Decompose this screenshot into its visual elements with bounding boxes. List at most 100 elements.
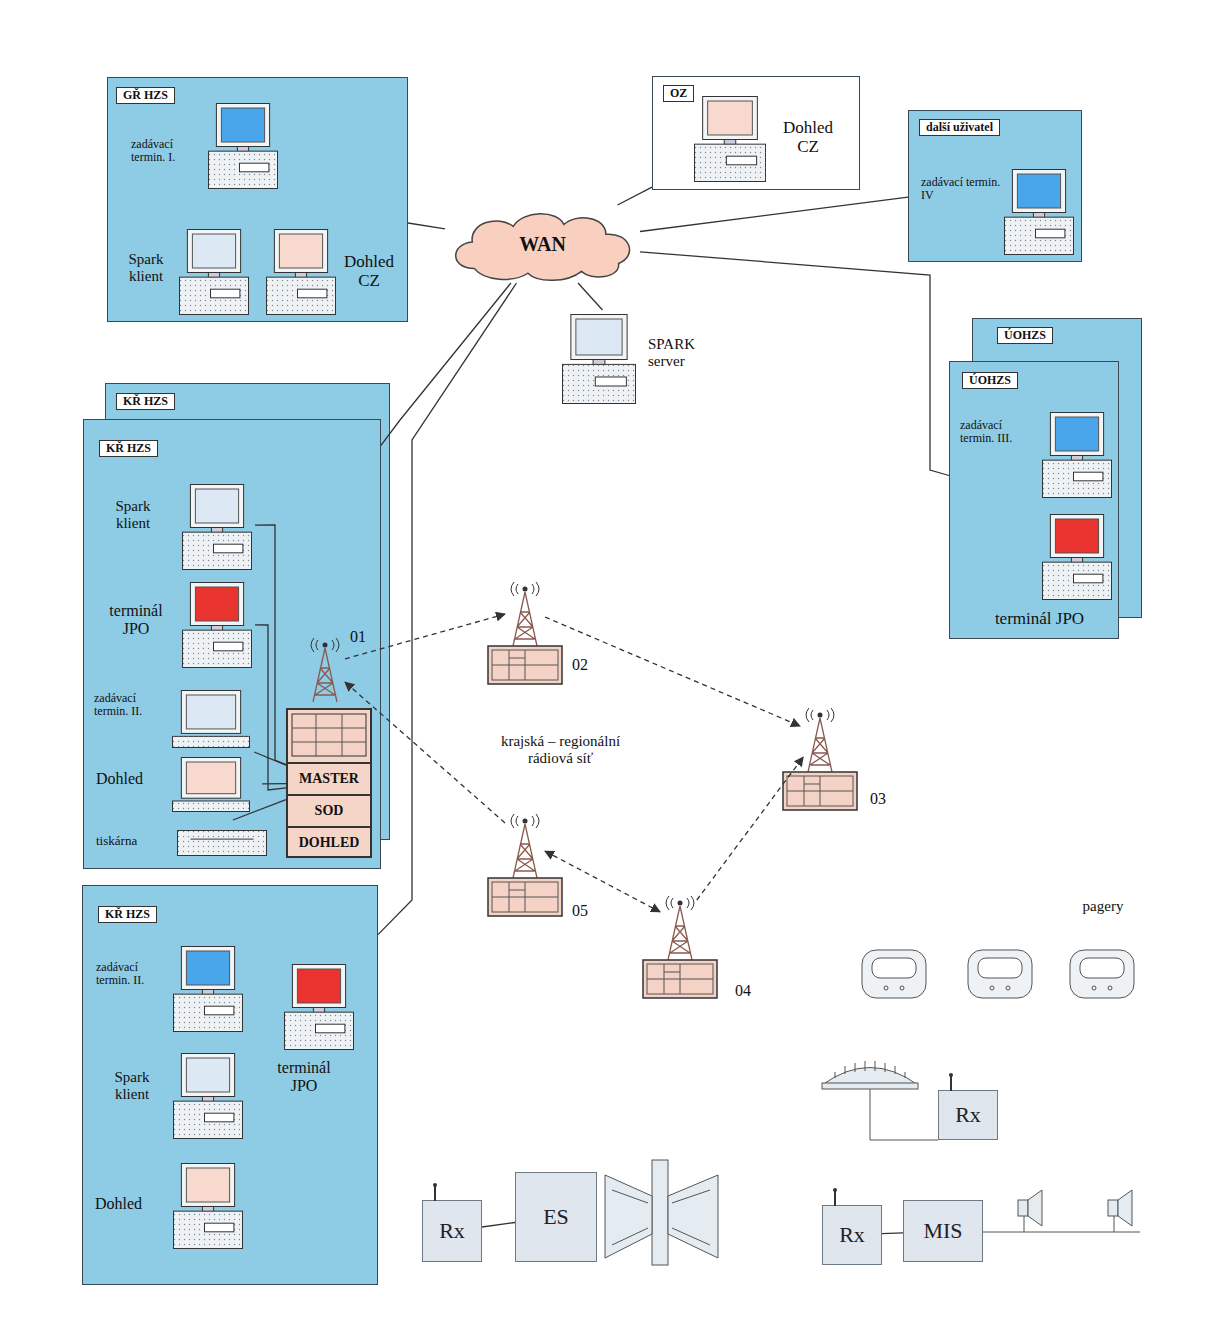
receiver-box: Rx: [822, 1205, 882, 1265]
computer-icon: [1042, 514, 1112, 600]
tower-icon: [642, 896, 718, 1000]
server: SPARK server: [558, 310, 738, 410]
tower-icon: [287, 638, 363, 742]
radio-link: [545, 617, 800, 726]
workstation: Dohled CZ: [691, 93, 853, 185]
radio-tower: 03: [800, 712, 840, 757]
panel-heading: KŘ HZS: [98, 906, 157, 923]
equipment-rack: MASTERSODDOHLED: [286, 708, 372, 858]
site-panel: ÚOHZS zadávací termin. III. terminál JPO: [949, 361, 1119, 639]
workstation: Dohled: [90, 755, 262, 815]
computer-icon: [266, 229, 336, 315]
device-label: zadávací termin. IV: [921, 176, 1001, 202]
device-label: Dohled CZ: [773, 119, 843, 156]
computer-icon: [172, 690, 250, 748]
network-link: [482, 1223, 515, 1228]
wan-cloud: WAN: [445, 205, 640, 283]
device-label: terminál JPO: [269, 1059, 339, 1094]
device-label: zadávací termin. II.: [94, 692, 166, 718]
site-panel: KŘ HZSKŘ HZSSpark klientterminál JPOzadá…: [105, 383, 390, 840]
callout-number: 02: [572, 656, 588, 674]
workstation: terminál JPO: [263, 959, 375, 1104]
workstation: terminál JPO: [960, 507, 1118, 637]
radio-tower: 05: [505, 818, 545, 863]
device-label: Spark klient: [102, 498, 164, 531]
site-panel: ÚOHZSÚOHZSzadávací termin. III.terminál …: [972, 318, 1142, 618]
computer-icon: [1004, 169, 1074, 255]
workstation: Dohled CZ: [263, 226, 403, 318]
workstation: zadávací termin. IV: [916, 161, 1076, 256]
device-name: Rx: [839, 1223, 865, 1247]
device-label: terminál JPO: [967, 610, 1112, 629]
device-label: terminál JPO: [100, 602, 172, 637]
device-label: Dohled CZ: [339, 253, 399, 290]
network-link: [618, 187, 653, 205]
workstation: Spark klient: [93, 1049, 253, 1144]
computer-icon: [172, 757, 250, 812]
antenna: [431, 1183, 441, 1201]
device-label: zadávací termin. I.: [131, 138, 203, 164]
workstation: zadávací termin. II.: [90, 687, 262, 752]
network-link: [578, 283, 603, 310]
network-link: [408, 223, 445, 229]
computer-icon: [173, 1053, 243, 1139]
radio-tower: 04: [660, 900, 700, 945]
panel-heading: KŘ HZS: [99, 440, 158, 457]
device-name: ES: [543, 1205, 569, 1229]
network-link: [882, 1232, 903, 1234]
computer-icon: [179, 229, 249, 315]
site-panel: GŘ HZS zadávací termin. I. Spark klient Doh…: [107, 77, 408, 322]
site-panel: KŘ HZS zadávací termin. II. terminál JPO Sp…: [82, 885, 378, 1285]
workstation: zadávací termin. III.: [957, 407, 1115, 499]
device-box: MIS: [903, 1200, 983, 1262]
device-label: Dohled: [96, 770, 166, 788]
callout-number: 05: [572, 902, 588, 920]
tower-icon: [487, 814, 563, 918]
loudspeakers: [983, 1190, 1140, 1232]
panel-heading: KŘ HZS: [116, 393, 175, 410]
printer: tiskárna: [90, 820, 272, 860]
computer-icon: [208, 103, 278, 189]
rack-module: MASTER: [288, 762, 370, 794]
antenna: [947, 1073, 957, 1091]
network-link: [640, 252, 949, 476]
pager: [862, 950, 1134, 998]
workstation: Spark klient: [113, 226, 253, 318]
workstation: Spark klient: [97, 480, 255, 572]
tower-icon: [487, 582, 563, 686]
device-name: MIS: [923, 1219, 962, 1243]
workstation: zadávací termin. II.: [93, 939, 253, 1034]
computer-icon: [694, 96, 766, 182]
device-label: zadávací termin. II.: [96, 961, 168, 987]
network-label: krajská – regionální rádiová síť: [478, 733, 643, 768]
network-name: WAN: [519, 233, 566, 255]
computer-icon: [182, 582, 252, 668]
device-name: Rx: [439, 1219, 465, 1243]
panel-heading: GŘ HZS: [116, 87, 175, 104]
panel-heading: ÚOHZS: [962, 372, 1018, 389]
panel-heading: OZ: [663, 85, 694, 102]
rack-unit: [288, 710, 370, 762]
rack-module: SOD: [288, 794, 370, 826]
receiver-box: Rx: [938, 1090, 998, 1140]
tower-icon: [782, 708, 858, 812]
computer-icon: [562, 314, 636, 404]
printer-icon: [177, 830, 267, 856]
device-box: ES: [515, 1172, 597, 1262]
computer-icon: [182, 484, 252, 570]
device-label: Dohled: [95, 1195, 165, 1213]
panel-heading: ÚOHZS: [997, 327, 1053, 344]
callout-number: 01: [350, 628, 366, 646]
device-label: tiskárna: [96, 834, 166, 848]
callout-number: 04: [735, 982, 751, 1000]
network-link: [640, 197, 908, 231]
workstation: Dohled: [93, 1159, 253, 1254]
device-label: Spark klient: [117, 251, 175, 284]
rack-module: DOHLED: [288, 826, 370, 858]
network-link: [378, 283, 517, 935]
site-panel: KŘ HZS Spark klient terminál JPO zadávací t…: [83, 419, 381, 869]
device-label: zadávací termin. III.: [960, 419, 1038, 445]
computer-icon: [173, 1163, 243, 1249]
device-label: SPARK server: [648, 336, 720, 369]
computer-icon: [284, 964, 354, 1050]
